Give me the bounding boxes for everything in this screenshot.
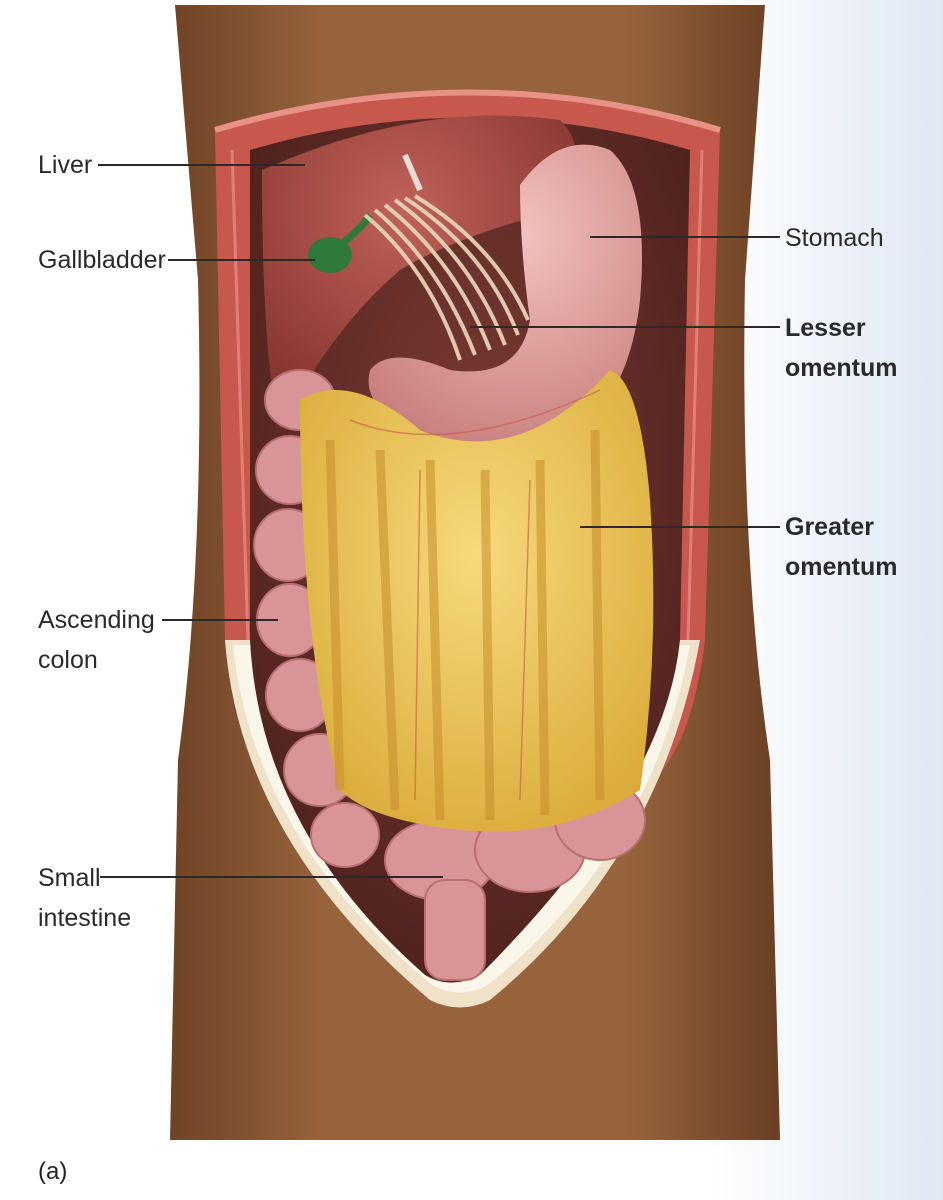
- stomach: [368, 144, 642, 445]
- label-small-intestine: Small intestine: [38, 864, 132, 932]
- lesser-omentum: [363, 194, 530, 361]
- label-gallbladder: Gallbladder: [38, 246, 166, 274]
- label-ascending-colon: Ascending colon: [38, 606, 155, 674]
- label-stomach: Stomach: [785, 224, 884, 252]
- leader-lines: [98, 164, 780, 878]
- label-liver: Liver: [38, 151, 93, 179]
- liver: [262, 115, 576, 431]
- greater-omentum: [300, 370, 654, 832]
- label-lesser-omentum: Lesser omentum: [785, 314, 898, 382]
- panel-label: (a): [38, 1158, 68, 1185]
- label-greater-omentum: Greater omentum: [785, 513, 898, 581]
